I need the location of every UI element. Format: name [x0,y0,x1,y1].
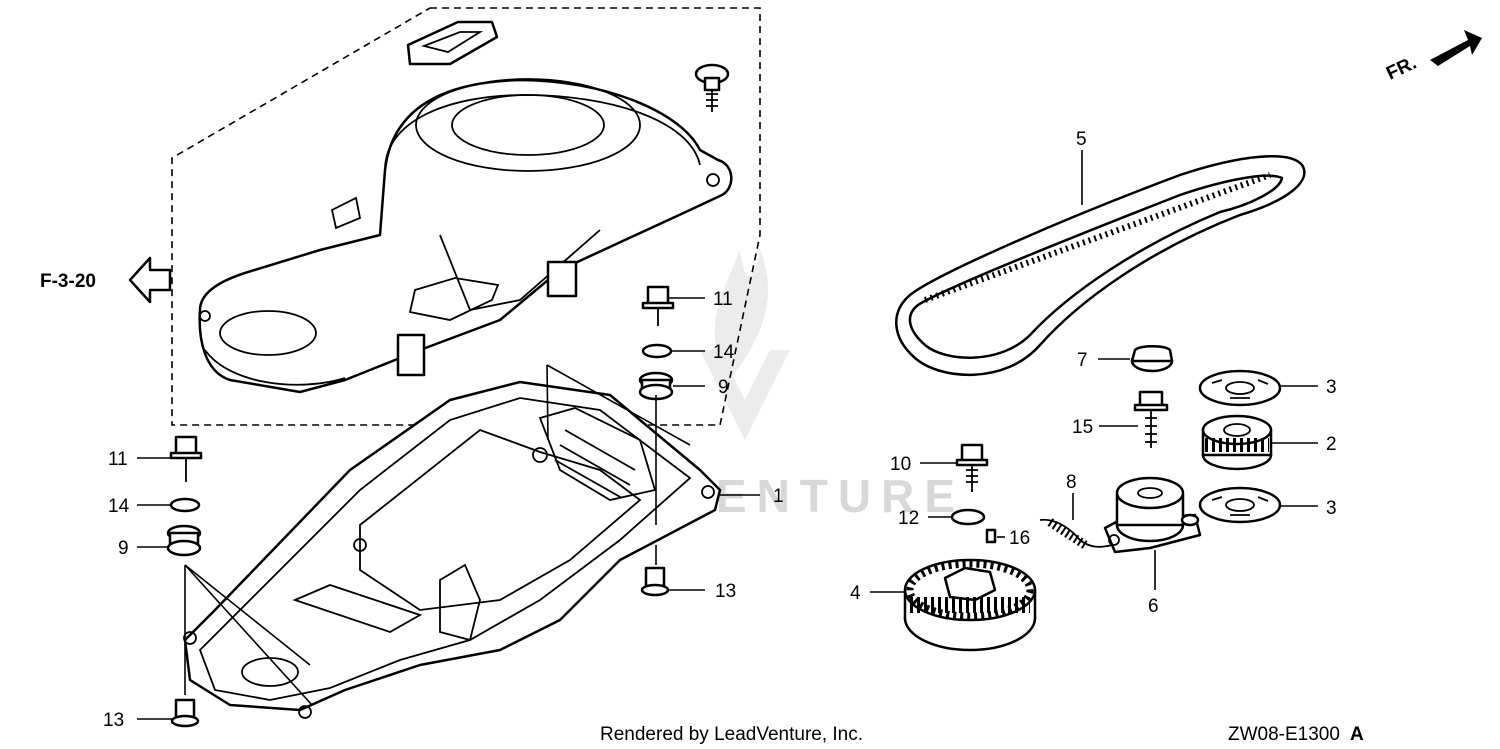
callout-16: 16 [1009,528,1030,549]
front-marker-label: FR. [1383,53,1420,85]
washer-12 [950,508,986,526]
callout-2: 2 [1326,434,1337,455]
reference-code: F-3-20 [40,271,96,292]
callout-3-lower: 3 [1326,498,1337,519]
callout-14-lower: 14 [108,496,130,517]
assembly-dashed-outline [171,7,761,426]
bolt-10 [955,443,989,492]
callout-9-lower: 9 [118,538,129,559]
grommet-upper [638,371,674,401]
bolt-lower [169,435,203,482]
diagram-revision: A [1350,724,1364,745]
callout-6: 6 [1148,596,1159,617]
diagram-code: ZW08-E1300 [1228,724,1340,745]
washer-upper [641,343,673,359]
callout-9-upper: 9 [718,377,729,398]
callout-10: 10 [890,454,911,475]
collar-left [170,698,200,728]
bolt-upper [641,285,675,326]
callout-11-upper: 11 [713,289,733,310]
drive-sprocket [903,558,1037,652]
callouts: 1 2 3 3 4 5 6 7 8 9 9 10 11 11 12 13 13 … [103,129,1337,731]
timing-belt [895,155,1306,377]
front-marker: FR. [1383,30,1482,85]
callout-3-upper: 3 [1326,377,1337,398]
upper-belt-cover [198,78,733,394]
crank-sprocket [1201,414,1273,471]
callout-5: 5 [1076,129,1087,150]
reference-arrow: F-3-20 [40,256,172,304]
callout-12: 12 [898,508,919,529]
callout-4: 4 [850,583,861,604]
bolt-15 [1133,390,1169,448]
washer-lower [169,497,201,513]
guide-plate-lower [1198,486,1282,524]
lower-belt-cover [183,380,722,719]
callout-7: 7 [1077,350,1088,371]
bolt-cap [1130,345,1174,373]
cover-bolt [694,63,730,112]
grommet-lower [166,524,202,557]
collar-right [640,566,670,597]
leader-lines [137,150,1318,720]
callout-11-lower: 11 [108,449,128,470]
spring-8 [1039,518,1113,549]
callout-15: 15 [1072,417,1093,438]
callout-13-right: 13 [715,581,736,602]
callout-8: 8 [1066,472,1077,493]
guide-plate-upper [1198,369,1282,407]
tensioner-pulley [1103,476,1202,554]
footer-credit: Rendered by LeadVenture, Inc. [600,724,863,745]
cover-gasket [406,20,499,66]
callout-1: 1 [773,486,784,507]
callout-14-upper: 14 [713,342,735,363]
pin-16 [985,528,997,544]
callout-13-left: 13 [103,710,124,731]
